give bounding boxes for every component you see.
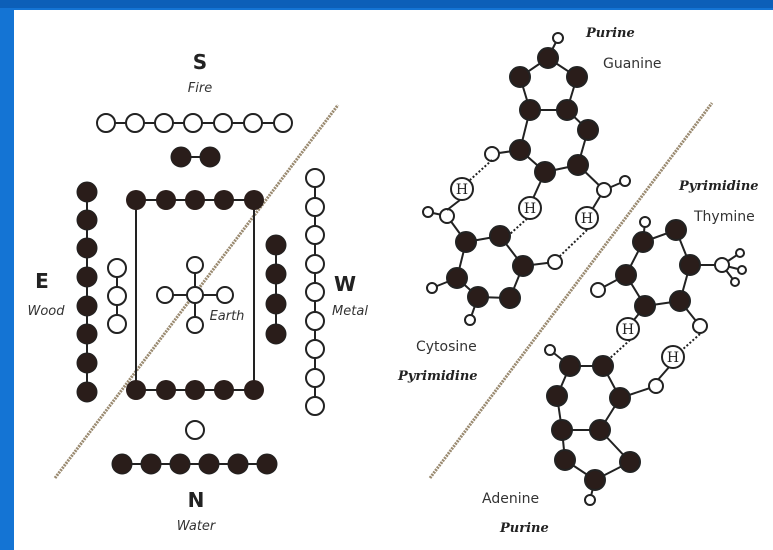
water-six-dark-circles xyxy=(111,453,278,475)
at-hydrogen-bonds: H H xyxy=(607,317,701,383)
metal-nine-white-circles xyxy=(305,168,325,416)
earth-label: Earth xyxy=(210,309,245,324)
cytosine-name-label: Cytosine xyxy=(416,339,477,355)
north-letter: N xyxy=(188,488,205,512)
water-one-white-circle xyxy=(185,420,205,440)
thymine-molecule xyxy=(590,216,747,334)
fire-seven-white-circles xyxy=(96,113,293,133)
center-top-dark-row xyxy=(126,190,264,210)
center-bottom-dark-row xyxy=(126,380,264,400)
hydrogen-label-5: H xyxy=(667,350,679,366)
he-tu-diagram: S Fire xyxy=(27,50,368,534)
hydrogen-atom-5 xyxy=(661,345,685,369)
adenine-name-label: Adenine xyxy=(482,491,539,507)
wood-eight-dark-circles xyxy=(76,181,98,403)
hydrogen-atom-4 xyxy=(616,317,640,341)
dna-base-pair-diagram: Purine Guanine xyxy=(397,26,759,536)
metal-four-dark-circles xyxy=(265,234,287,345)
hydrogen-label-3: H xyxy=(581,211,593,227)
diagram-panel xyxy=(14,10,773,550)
south-letter: S xyxy=(193,50,207,74)
gc-hydrogen-bonds: H H H xyxy=(446,159,599,257)
east-letter: E xyxy=(35,269,49,293)
thymine-class-label: Pyrimidine xyxy=(678,179,759,194)
cytosine-molecule xyxy=(422,206,563,326)
top-border xyxy=(0,0,773,8)
wood-three-white-circles xyxy=(107,258,127,334)
cytosine-class-label: Pyrimidine xyxy=(397,369,478,384)
fire-two-dark-circles xyxy=(170,146,221,168)
hydrogen-label-2: H xyxy=(524,201,536,217)
wood-label: Wood xyxy=(27,304,65,319)
hydrogen-label-4: H xyxy=(622,322,634,338)
water-label: Water xyxy=(177,519,217,534)
adenine-molecule xyxy=(544,344,664,506)
right-diagonal-line xyxy=(428,102,714,479)
guanine-molecule xyxy=(484,32,631,219)
hydrogen-atom-3 xyxy=(575,206,599,230)
west-letter: W xyxy=(334,272,356,296)
earth-five-white-circles xyxy=(156,256,234,334)
fire-label: Fire xyxy=(188,81,212,96)
hydrogen-atom-2 xyxy=(518,196,542,220)
guanine-name-label: Guanine xyxy=(603,56,662,72)
adenine-class-label: Purine xyxy=(499,521,549,536)
metal-label: Metal xyxy=(332,304,368,319)
hydrogen-atom-1 xyxy=(450,177,474,201)
guanine-class-label: Purine xyxy=(585,26,635,41)
thymine-name-label: Thymine xyxy=(693,209,755,225)
hydrogen-label-1: H xyxy=(456,182,468,198)
